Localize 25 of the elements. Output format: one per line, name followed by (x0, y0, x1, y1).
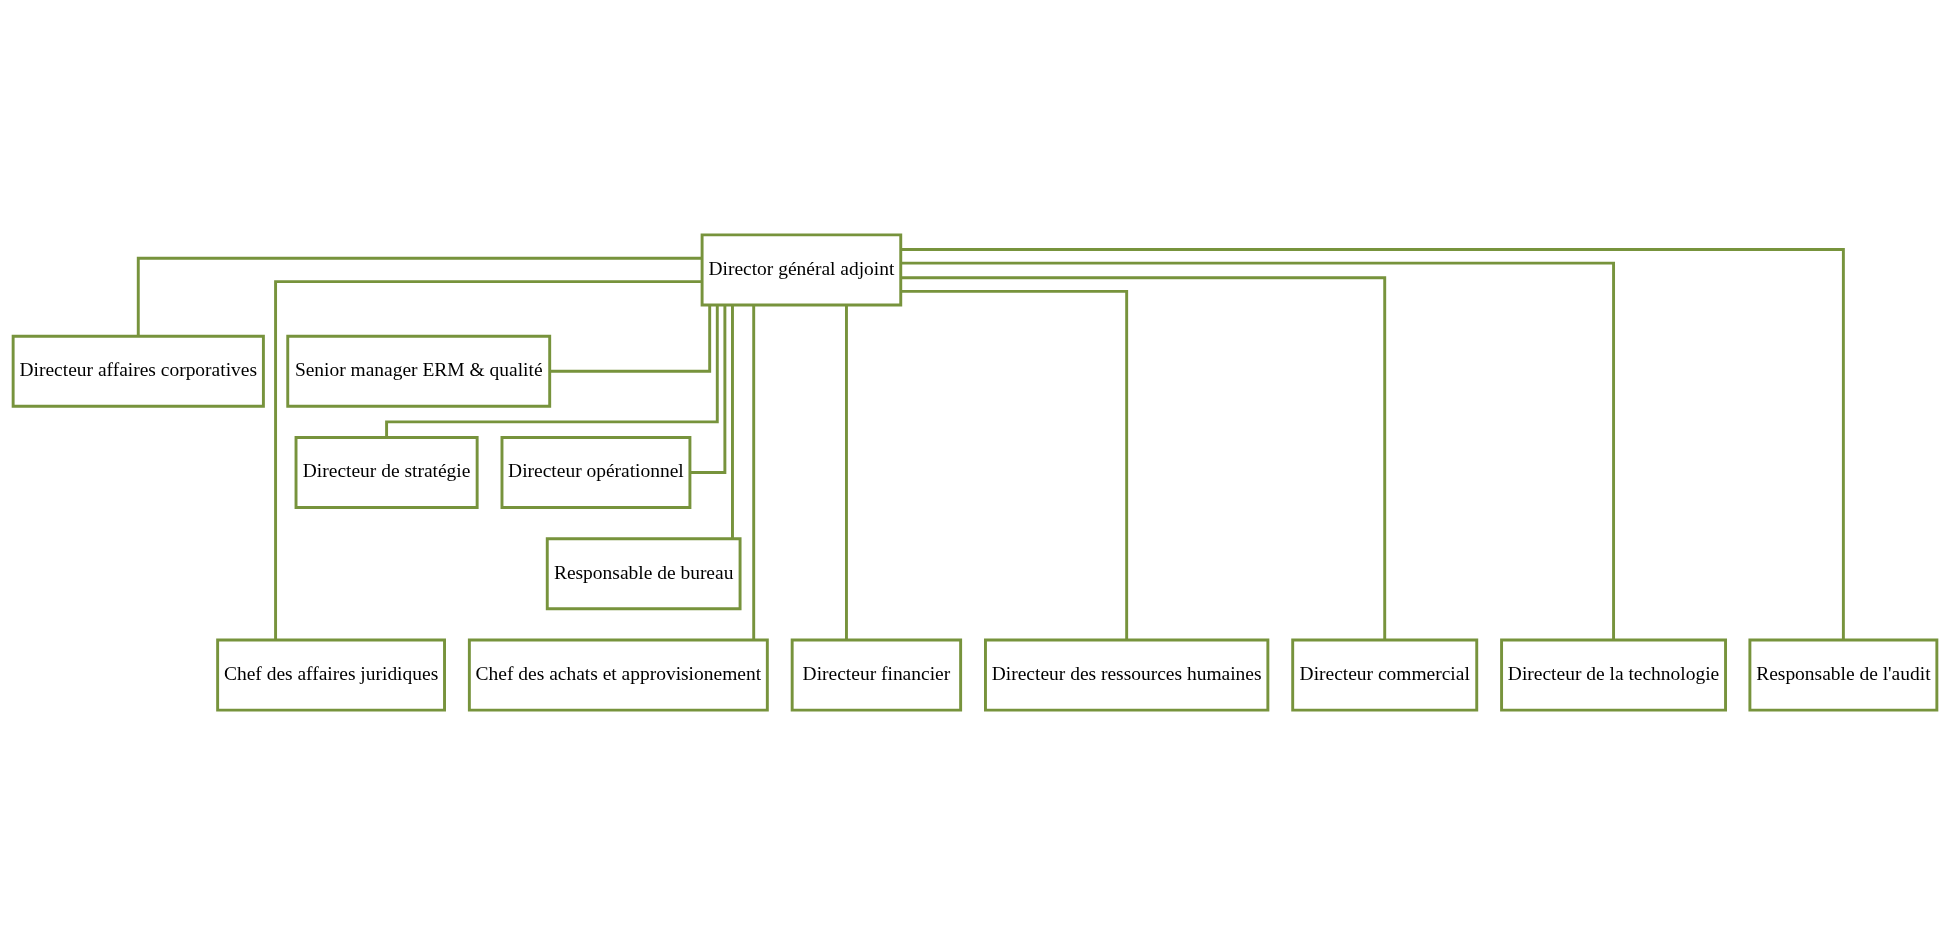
connector (845, 305, 848, 640)
node-box: Directeur de la technologie (1500, 638, 1727, 712)
node-box: Chef des achats et approvisionement (467, 638, 769, 712)
connector (901, 261, 1615, 640)
node-box: Senior manager ERM & qualité (286, 334, 552, 408)
node-box: Directeur commercial (1291, 638, 1479, 712)
node-box: Directeur financier (790, 638, 963, 712)
connector (900, 289, 1129, 640)
connector (752, 305, 756, 640)
connector (731, 305, 734, 539)
node-box: Directeur affaires corporatives (11, 334, 265, 408)
connector (385, 305, 719, 438)
node-box: Responsable de l'audit (1748, 638, 1939, 712)
node-box: Directeur de stratégie (294, 436, 479, 509)
connector (136, 256, 702, 337)
connector (690, 305, 727, 474)
connector (274, 280, 702, 640)
connector (900, 248, 1845, 640)
connector (901, 276, 1387, 640)
node-box: Directeur des ressources humaines (984, 638, 1270, 712)
node-box: Responsable de bureau (545, 537, 742, 611)
node-box: Directeur opérationnel (500, 436, 692, 509)
node-box: Chef des affaires juridiques (216, 638, 446, 712)
connector (549, 305, 712, 373)
node-box: Director général adjoint (700, 233, 903, 307)
